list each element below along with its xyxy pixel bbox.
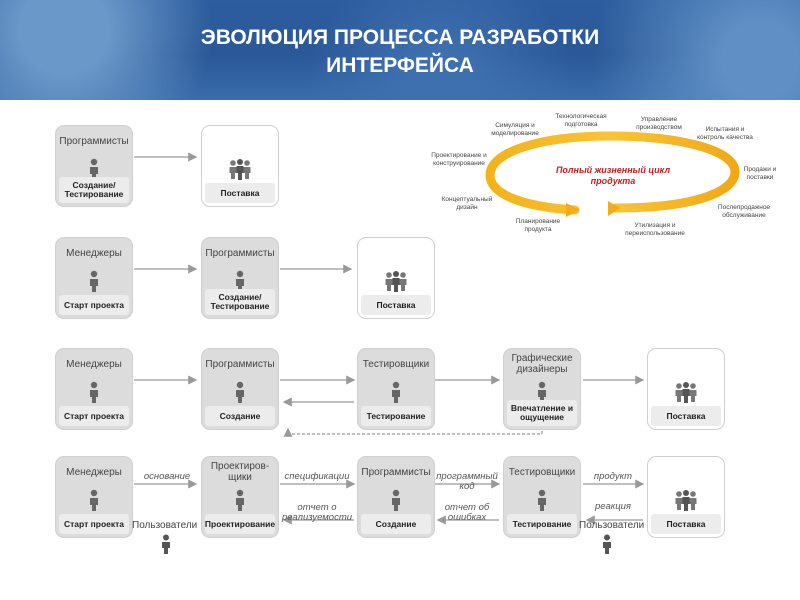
label-bug-report: отчет об ошибках xyxy=(444,502,490,523)
row3-box-managers: Менеджеры Старт проекта xyxy=(55,348,133,430)
box-role-label: Менеджеры xyxy=(66,359,122,370)
label-feasibility-report: отчет о реализуемости xyxy=(281,502,353,523)
label-product: продукт xyxy=(593,471,633,482)
page-title: ЭВОЛЮЦИЯ ПРОЦЕССА РАЗРАБОТКИ ИНТЕРФЕЙСА xyxy=(0,24,800,80)
box-stage-label: Старт проекта xyxy=(59,295,129,315)
box-role-label: Программисты xyxy=(205,359,275,370)
box-role-label: Проектиров-щики xyxy=(210,461,270,483)
box-role-label: Менеджеры xyxy=(66,248,122,259)
box-role-label: Тестировщики xyxy=(508,467,576,478)
box-role-label: Графические дизайнеры xyxy=(511,353,573,375)
person-icon xyxy=(358,381,434,403)
label-program-code: программный код xyxy=(436,471,498,492)
row3-box-programmers: Программисты Создание xyxy=(201,348,279,430)
label-specs: спецификации xyxy=(284,471,350,482)
person-icon xyxy=(504,381,580,403)
box-stage-label: Проектирование xyxy=(205,514,275,534)
row4-box-managers: Менеджеры Старт проекта xyxy=(55,456,133,538)
box-stage-label: Поставка xyxy=(651,514,721,534)
lifecycle-stage: Симуляция и моделирование xyxy=(491,122,539,137)
person-icon xyxy=(202,381,278,403)
box-stage-label: Создание/ Тестирование xyxy=(59,177,129,203)
row1-box-delivery: Поставка xyxy=(201,125,279,207)
people-group-icon xyxy=(648,489,724,511)
row4-box-programmers: Программисты Создание xyxy=(357,456,435,538)
row3-box-designers: Графические дизайнеры Впечатление и ощущ… xyxy=(503,348,581,430)
row2-box-managers: Менеджеры Старт проекта xyxy=(55,237,133,319)
lifecycle-stage: Планирование продукта xyxy=(515,218,561,233)
box-role-label: Программисты xyxy=(59,136,129,147)
box-role-label: Программисты xyxy=(361,467,431,478)
users-label-left: Пользователи xyxy=(132,520,198,531)
title-line-2: ИНТЕРФЕЙСА xyxy=(326,54,474,77)
row2-box-delivery: Поставка xyxy=(357,237,435,319)
person-icon xyxy=(56,158,132,180)
row3-box-delivery: Поставка xyxy=(647,348,725,430)
box-role-label: Тестировщики xyxy=(362,359,430,370)
person-icon xyxy=(504,489,580,511)
row2-box-programmers: Программисты Создание/ Тестирование xyxy=(201,237,279,319)
lifecycle-stage: Управление производством xyxy=(636,116,682,131)
lifecycle-stage: Испытания и контроль качества xyxy=(697,126,753,141)
header-banner: ЭВОЛЮЦИЯ ПРОЦЕССА РАЗРАБОТКИ ИНТЕРФЕЙСА xyxy=(0,0,800,100)
person-icon xyxy=(56,489,132,511)
lifecycle-stage: Продажи и поставки xyxy=(743,166,777,181)
people-group-icon xyxy=(202,158,278,180)
box-stage-label: Тестирование xyxy=(507,514,577,534)
user-person-icon-right xyxy=(601,534,613,559)
lifecycle-stage: Проектирование и конструирование xyxy=(431,152,487,167)
row3-box-testers: Тестировщики Тестирование xyxy=(357,348,435,430)
box-stage-label: Поставка xyxy=(361,295,431,315)
person-icon xyxy=(56,270,132,292)
box-stage-label: Старт проекта xyxy=(59,514,129,534)
box-stage-label: Впечатление и ощущение xyxy=(507,400,577,426)
people-group-icon xyxy=(358,270,434,292)
lifecycle-stage: Концептуальный дизайн xyxy=(441,196,493,211)
box-stage-label: Старт проекта xyxy=(59,406,129,426)
label-reaction: реакция xyxy=(594,501,632,512)
arrow-r3-dashed xyxy=(283,427,543,437)
person-icon xyxy=(56,381,132,403)
lifecycle-stage: Послепродажное обслуживание xyxy=(717,204,771,219)
box-stage-label: Создание xyxy=(361,514,431,534)
row4-box-testers: Тестировщики Тестирование xyxy=(503,456,581,538)
lifecycle-center-label: Полный жизненный цикл продукта xyxy=(555,165,671,186)
box-stage-label: Создание/ Тестирование xyxy=(205,289,275,315)
person-icon xyxy=(202,270,278,292)
box-role-label: Менеджеры xyxy=(66,467,122,478)
title-line-1: ЭВОЛЮЦИЯ ПРОЦЕССА РАЗРАБОТКИ xyxy=(200,26,600,49)
box-stage-label: Поставка xyxy=(651,406,721,426)
row4-box-delivery: Поставка xyxy=(647,456,725,538)
box-stage-label: Тестирование xyxy=(361,406,431,426)
row4-box-designers: Проектиров-щики Проектирование xyxy=(201,456,279,538)
box-role-label: Программисты xyxy=(205,248,275,259)
lifecycle-stage: Утилизация и переиспользование xyxy=(625,222,685,237)
users-label-right: Пользователи xyxy=(579,520,645,531)
lifecycle-stage: Технологическая подготовка xyxy=(555,113,607,128)
people-group-icon xyxy=(648,381,724,403)
person-icon xyxy=(358,489,434,511)
label-basis: основание xyxy=(143,471,191,482)
person-icon xyxy=(202,489,278,511)
box-stage-label: Поставка xyxy=(205,183,275,203)
user-person-icon-left xyxy=(160,534,172,559)
box-stage-label: Создание xyxy=(205,406,275,426)
row1-box-programmers: Программисты Создание/ Тестирование xyxy=(55,125,133,207)
